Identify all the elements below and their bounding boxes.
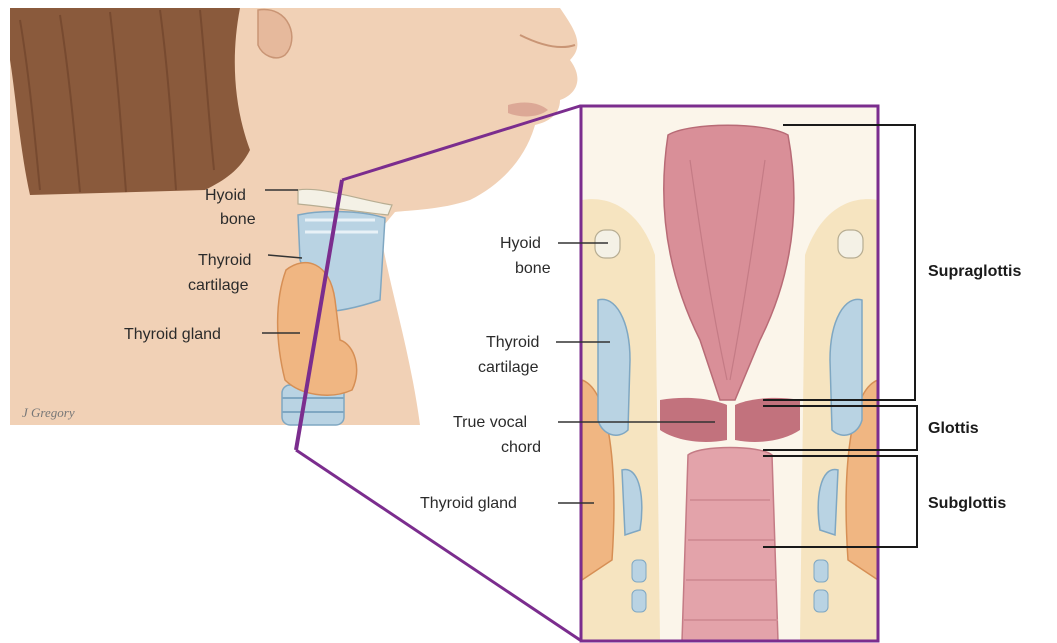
left-hyoid-label-1: Hyoid bbox=[205, 187, 246, 204]
left-hyoid-label-2: bone bbox=[220, 211, 256, 228]
hyoid-bone-right-left bbox=[595, 230, 620, 258]
left-thyroid-cartilage-label-1: Thyroid bbox=[198, 252, 251, 269]
left-thyroid-gland-label: Thyroid gland bbox=[124, 326, 221, 343]
right-hyoid-label-1: Hyoid bbox=[500, 235, 541, 252]
glottis-label: Glottis bbox=[928, 420, 979, 437]
right-thyroid-gland-label: Thyroid gland bbox=[420, 495, 517, 512]
trachea-lumen bbox=[682, 448, 778, 642]
right-hyoid-label-2: bone bbox=[515, 260, 551, 277]
true-vocal-label-2: chord bbox=[501, 439, 541, 456]
right-thyroid-cartilage-label-1: Thyroid bbox=[486, 334, 539, 351]
left-thyroid-cartilage-label-2: cartilage bbox=[188, 277, 249, 294]
right-thyroid-cartilage-label-2: cartilage bbox=[478, 359, 539, 376]
larynx-cross-section bbox=[582, 106, 878, 641]
zoom-line-bottom bbox=[296, 450, 580, 640]
true-vocal-label-1: True vocal bbox=[453, 414, 527, 431]
supraglottis-label: Supraglottis bbox=[928, 263, 1021, 280]
hyoid-bone-right-right bbox=[838, 230, 863, 258]
subglottis-label: Subglottis bbox=[928, 495, 1006, 512]
artist-signature: J Gregory bbox=[22, 405, 75, 420]
